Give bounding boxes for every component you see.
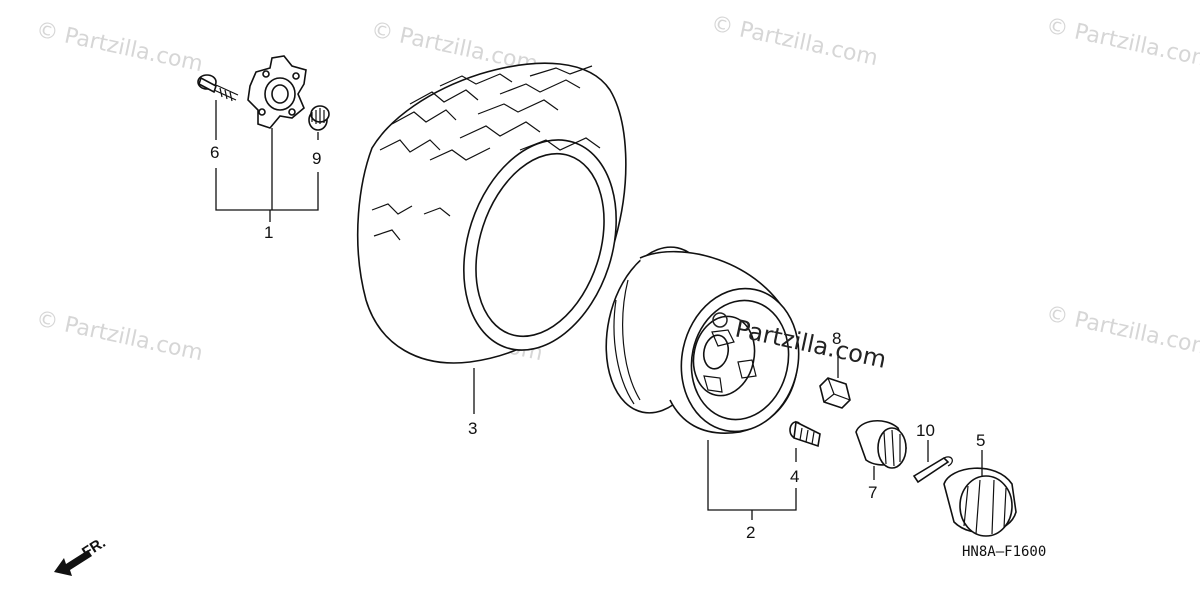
front-direction-indicator: FR.	[54, 534, 109, 576]
bolt-part-6[interactable]	[197, 74, 239, 102]
leader-lines	[215, 100, 983, 520]
callout-number: 4	[790, 467, 799, 486]
cap-part-5[interactable]	[943, 467, 1017, 537]
watermark: © Partzilla.com	[34, 306, 205, 366]
callout-number: 9	[312, 149, 321, 168]
watermark: © Partzilla.com	[1044, 301, 1200, 361]
diagram-code: HN8A—F1600	[962, 544, 1046, 560]
cotter-pin-part-10[interactable]	[912, 456, 953, 484]
wheel-part-2[interactable]	[592, 237, 812, 442]
callout-number: 3	[468, 419, 477, 438]
watermark: © Partzilla.com	[1044, 13, 1200, 73]
copyright-icon	[712, 312, 728, 328]
callout-number: 10	[916, 421, 935, 440]
watermark: © Partzilla.com	[34, 17, 205, 77]
arrow-icon	[54, 550, 92, 576]
callout-number: 1	[264, 223, 273, 242]
tire-part-3[interactable]	[356, 62, 642, 370]
watermark: © Partzilla.com	[709, 11, 880, 71]
callout-number: 8	[832, 329, 841, 348]
callout-number: 5	[976, 431, 985, 450]
callout-number: 6	[210, 143, 219, 162]
castle-nut-part-7[interactable]	[855, 420, 907, 469]
hub-part-1[interactable]	[247, 55, 307, 129]
callout-number: 2	[746, 523, 755, 542]
valve-part-4[interactable]	[789, 420, 821, 448]
callout-layer: 1 2 3 4 5 6 7 8 9 10	[210, 143, 985, 542]
nut-part-8[interactable]	[819, 377, 851, 409]
bearing-part-9[interactable]	[308, 105, 330, 131]
callout-number: 7	[868, 483, 877, 502]
